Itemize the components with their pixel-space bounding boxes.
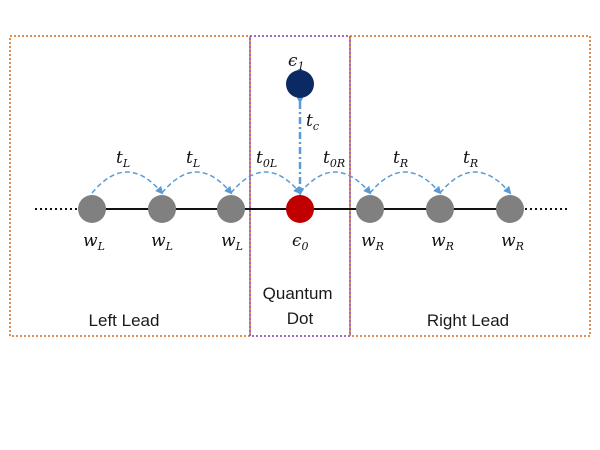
lead-site xyxy=(78,195,106,223)
hopping-label: t0L xyxy=(256,148,277,170)
lead-site xyxy=(356,195,384,223)
hopping-label: tR xyxy=(463,148,478,170)
left-lead-label: Left Lead xyxy=(89,311,160,330)
site-label: ϵ0 xyxy=(292,231,309,253)
hopping-label: t0R xyxy=(323,148,345,170)
hopping-label: tL xyxy=(186,148,200,170)
hopping-arrow xyxy=(230,171,302,195)
site-label: wL xyxy=(151,231,173,253)
lead-site xyxy=(148,195,176,223)
lattice-sites xyxy=(78,195,524,223)
site-label: wR xyxy=(361,231,384,253)
upper-level-label: ϵ1 xyxy=(288,51,305,73)
hopping-arrow xyxy=(369,171,442,195)
hopping-label: tR xyxy=(393,148,408,170)
dot-site xyxy=(286,195,314,223)
site-label: wR xyxy=(431,231,454,253)
hopping-arrows xyxy=(91,171,512,195)
quantum-dot-label: Quantum Dot xyxy=(263,284,338,328)
hopping-arrow xyxy=(299,171,372,195)
hopping-arrow xyxy=(439,171,512,195)
site-label: wR xyxy=(501,231,524,253)
lead-site xyxy=(426,195,454,223)
site-label: wL xyxy=(83,231,105,253)
lead-site xyxy=(217,195,245,223)
site-label: wL xyxy=(221,231,243,253)
left-lead-box xyxy=(9,35,251,337)
right-lead-box xyxy=(349,35,591,337)
right-lead-label: Right Lead xyxy=(427,311,509,330)
hopping-label: tL xyxy=(116,148,130,170)
hopping-arrow xyxy=(91,171,164,195)
coupling-label: tc xyxy=(306,111,319,133)
hopping-arrow xyxy=(161,171,233,195)
lead-site xyxy=(496,195,524,223)
upper-level-site xyxy=(286,70,314,98)
